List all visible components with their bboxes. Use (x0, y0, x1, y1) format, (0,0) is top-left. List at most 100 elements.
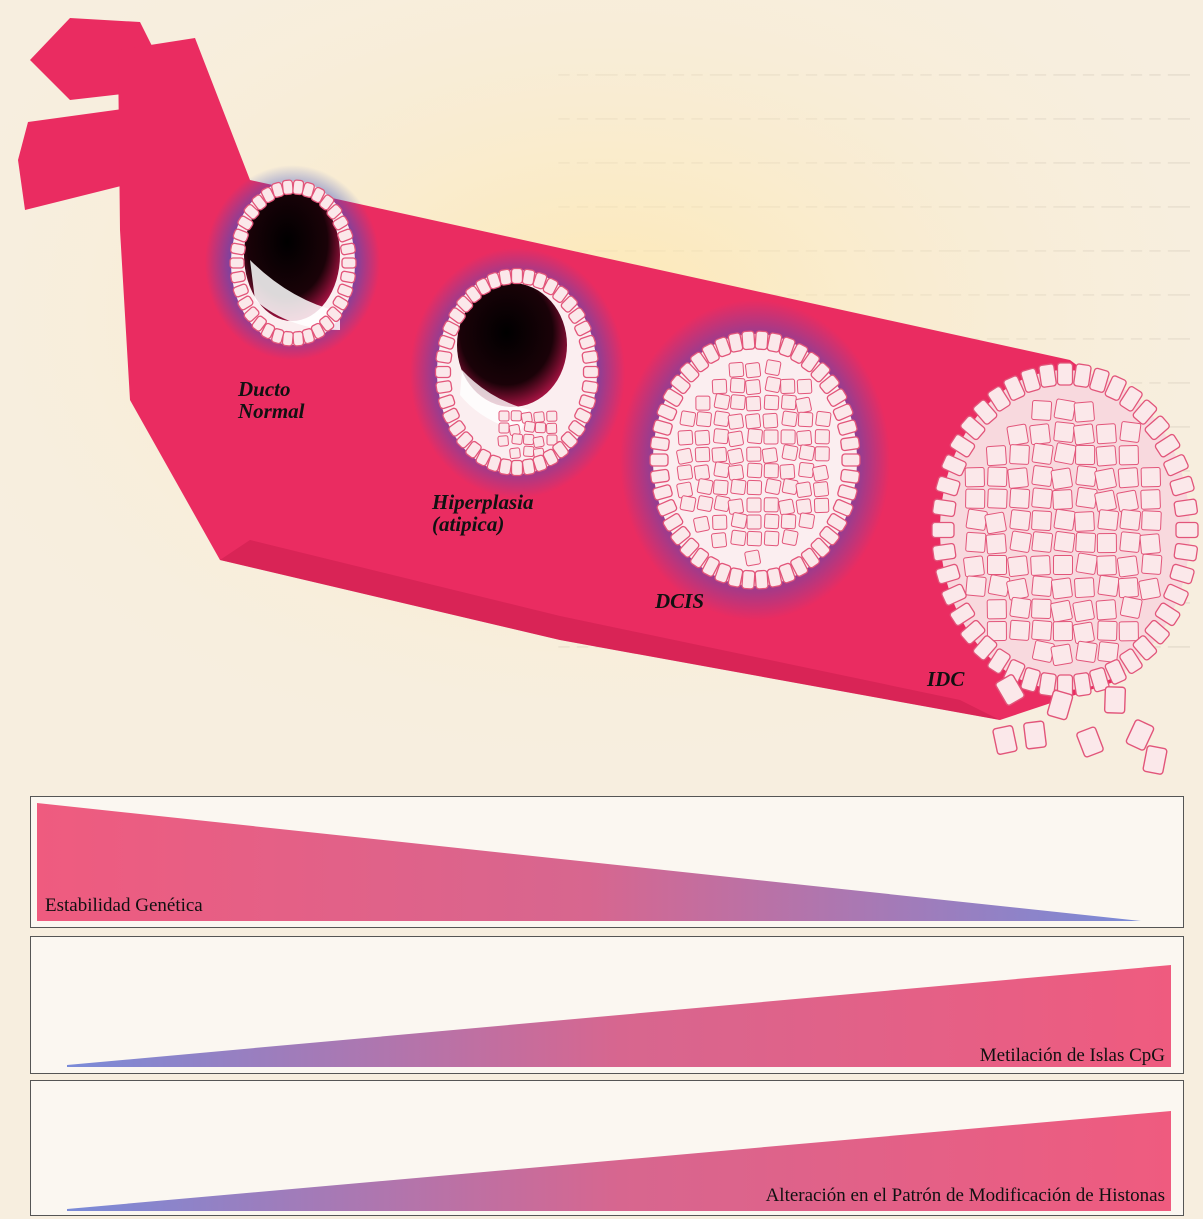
invasive-cell (1116, 490, 1138, 512)
epithelial-cell (230, 243, 246, 255)
invasive-cell (1054, 442, 1076, 464)
escaped-cell (1105, 687, 1126, 714)
epithelial-cell (842, 454, 860, 466)
tumor-cell (781, 379, 795, 393)
tumor-cell (797, 379, 812, 394)
gradient-label: Estabilidad Genética (45, 895, 203, 917)
gradient-panel-cpg-methylation: Metilación de Islas CpG (30, 936, 1184, 1074)
gradient-panel-histone-modification: Alteración en el Patrón de Modificación … (30, 1080, 1184, 1216)
invasive-cell (1006, 578, 1028, 600)
invasive-cell (1119, 446, 1138, 465)
invasive-cell (1054, 531, 1075, 552)
normal-duct (230, 180, 356, 346)
tumor-cell (797, 430, 812, 445)
epithelial-cell (293, 331, 304, 346)
invasive-cell (966, 576, 987, 597)
tumor-cell (728, 465, 744, 481)
tumor-cell (745, 379, 760, 394)
invasive-cell (1032, 620, 1052, 640)
epithelial-cell (650, 469, 669, 483)
invasive-cell (1120, 596, 1142, 618)
invasive-cell (1120, 509, 1141, 530)
invasive-cell (966, 509, 988, 531)
tumor-cell (782, 529, 798, 545)
epithelial-cell (512, 461, 523, 476)
tumor-cell (796, 499, 812, 515)
stage-label-line: Normal (238, 400, 305, 422)
proliferating-cell (510, 448, 521, 459)
invasive-cell (1094, 468, 1116, 490)
epithelial-cell (499, 269, 512, 286)
tumor-cell (731, 530, 747, 546)
epithelial-cell (230, 258, 244, 268)
proliferating-cell (512, 433, 523, 444)
proliferating-cell (499, 423, 509, 433)
duct-illustration (0, 0, 1203, 790)
tumor-cell (813, 481, 828, 496)
tumor-cell (764, 514, 779, 529)
tumor-cell (796, 482, 812, 498)
tumor-cell (696, 396, 710, 410)
invasive-cell (985, 512, 1007, 534)
tumor-cell (747, 515, 761, 529)
invasive-cell (1054, 399, 1076, 421)
invasive-cell (1096, 424, 1116, 444)
stage-label-normal: Ducto Normal (238, 378, 305, 422)
invasive-cell (1053, 555, 1072, 574)
gradient-wedge (31, 797, 1183, 927)
tumor-cell (815, 447, 829, 461)
stage-label-idc: IDC (927, 668, 964, 690)
invasive-cell (1010, 531, 1032, 553)
invasive-cell (1054, 422, 1075, 443)
epithelial-cell (1058, 363, 1073, 385)
invasive-cell (1075, 512, 1095, 532)
invasive-cell (1007, 424, 1029, 446)
stage-label-line: Ducto (238, 378, 305, 400)
tumor-cell (747, 480, 762, 495)
stage-label-line: Hiperplasia (432, 491, 534, 513)
invasive-cell (1119, 622, 1138, 641)
epithelial-cell (282, 180, 293, 195)
invasive-cell (1098, 510, 1119, 531)
tumor-cell (747, 447, 761, 461)
epithelial-cell (582, 350, 599, 363)
stage-label-line: (atipica) (432, 513, 534, 535)
epithelial-cell (1176, 523, 1198, 538)
proliferating-cell (511, 411, 521, 421)
invasive-cell (1094, 490, 1116, 512)
invasive-cell (1032, 465, 1053, 486)
invasive-cell (1097, 556, 1117, 576)
tumor-cell (782, 411, 798, 427)
invasive-cell (1073, 622, 1095, 644)
tumor-cell (780, 464, 795, 479)
tumor-cell (816, 411, 832, 427)
tumor-cell (713, 429, 728, 444)
epithelial-cell (1073, 364, 1091, 388)
epithelial-cell (755, 570, 768, 589)
tumor-cell (714, 462, 730, 478)
tumor-cell (697, 495, 713, 511)
invasive-cell (1010, 445, 1030, 465)
tumor-cell (714, 411, 730, 427)
tumor-cell (696, 412, 711, 427)
tumor-cell (763, 413, 778, 428)
tumor-cell (728, 431, 744, 447)
invasive-cell (1031, 510, 1051, 530)
invasive-cell (988, 489, 1008, 509)
epithelial-cell (932, 523, 954, 538)
tumor-cell (799, 445, 815, 461)
epithelial-cell (1174, 499, 1198, 517)
tumor-cell (799, 513, 815, 529)
tumor-cell (798, 462, 814, 478)
tumor-cell (693, 516, 709, 532)
invasive-cell (966, 532, 986, 552)
tumor-cell (711, 532, 726, 547)
tumor-cell (782, 444, 798, 460)
tumor-cell (764, 464, 778, 478)
tumor-cell (727, 448, 743, 464)
escaped-cell (1023, 721, 1046, 749)
tumor-cell (745, 413, 760, 428)
epithelial-cell (436, 367, 451, 378)
epithelial-cell (230, 271, 246, 283)
